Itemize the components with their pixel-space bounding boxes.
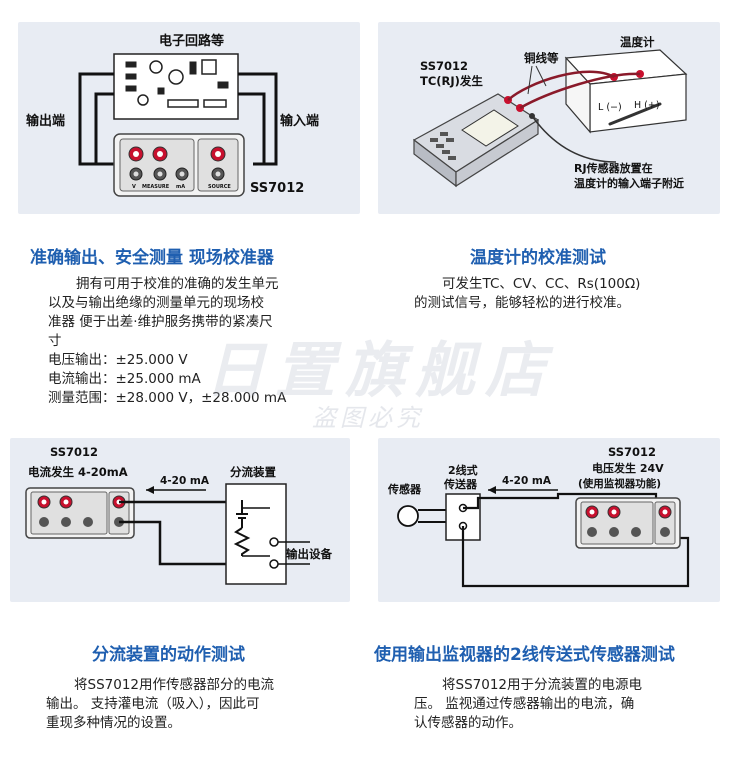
device-label-2: TC(RJ)发生: [420, 74, 483, 88]
section1-line: 电压输出：±25.000 V: [48, 352, 188, 368]
mode-line-1: 电压发生 24V: [592, 461, 664, 475]
device-label: SS7012: [50, 445, 98, 459]
output-device-label: 输出设备: [286, 547, 332, 561]
section2-title: 温度计的校准测试: [470, 248, 606, 268]
transmitter-line-2: 传送器: [443, 477, 478, 491]
device-label: SS7012: [250, 181, 304, 196]
section3-title: 分流装置的动作测试: [92, 645, 245, 665]
section3-line: 输出。 支持灌电流（吸入），因此可: [46, 696, 260, 712]
ma-label: mA: [176, 184, 185, 190]
section1-line: 测量范围：±28.000 V，±28.000 mA: [48, 390, 287, 406]
diagram-panel-3: SS7012 电流发生 4-20mA 4-20 mA 分流装置 输出设备: [10, 438, 350, 602]
current-label: 4-20 mA: [502, 475, 552, 487]
thermo-label: 温度计: [620, 35, 655, 49]
section3-line: 重现多种情况的设置。: [46, 715, 181, 731]
diagram-panel-1: 电子回路等 输出端 输入端 SS7012 V MEASURE mA SOURCE: [18, 22, 360, 214]
device-label: SS7012: [608, 445, 656, 459]
transmitter-line-1: 2线式: [448, 463, 478, 477]
section2-body: 可发生TC、CV、CC、Rs(100Ω) 的测试信号，能够轻松的进行校准。: [414, 275, 714, 313]
section2-line: 的测试信号，能够轻松的进行校准。: [414, 295, 630, 311]
current-label: 4-20 mA: [160, 475, 210, 487]
section1-body: 拥有可用于校准的准确的发生单元 以及与输出绝缘的测量单元的现场校 准器 便于出差…: [48, 275, 348, 408]
section3-line: 将SS7012用作传感器部分的电流: [74, 677, 274, 693]
output-terminal-label: 输出端: [26, 113, 65, 129]
section4-body: 将SS7012用于分流装置的电源电 压。 监视通过传感器输出的电流，确 认传感器…: [414, 676, 714, 733]
input-terminal-label: 输入端: [280, 113, 319, 129]
section1-line: 拥有可用于校准的准确的发生单元: [76, 276, 279, 292]
shunt-diagram: SS7012 电流发生 4-20mA 4-20 mA 分流装置 输出设备: [25, 445, 332, 585]
measure-label: MEASURE: [142, 184, 170, 190]
section1-line: 寸: [48, 333, 62, 349]
mode-line-2: (使用监视器功能): [578, 477, 661, 490]
diagram-panel-2: SS7012 TC(RJ)发生 铜线等 温度计 L (−) H (+) RJ传感…: [378, 22, 720, 214]
transmitter-diagram: SS7012 电压发生 24V (使用监视器功能) 传感器 2线式 传送器 4-…: [387, 445, 690, 588]
diagram-panel-4: SS7012 电压发生 24V (使用监视器功能) 传感器 2线式 传送器 4-…: [378, 438, 720, 602]
thermometer-diagram: SS7012 TC(RJ)发生 铜线等 温度计 L (−) H (+) RJ传感…: [412, 35, 688, 190]
section3-body: 将SS7012用作传感器部分的电流 输出。 支持灌电流（吸入），因此可 重现多种…: [46, 676, 346, 733]
circuit-diagram: 电子回路等 输出端 输入端 SS7012 V MEASURE mA SOURCE: [26, 33, 319, 197]
h-terminal-label: H (+): [634, 100, 660, 111]
section1-line: 准器 便于出差·维护服务携带的紧凑尺: [48, 314, 273, 330]
source-label: SOURCE: [208, 184, 231, 190]
rj-note-line-1: RJ传感器放置在: [574, 161, 653, 175]
shunt-label: 分流装置: [230, 465, 276, 479]
section4-line: 认传感器的动作。: [414, 715, 522, 731]
section1-line: 电流输出：±25.000 mA: [48, 371, 201, 387]
section1-line: 以及与输出绝缘的测量单元的现场校: [48, 295, 264, 311]
sensor-label: 传感器: [387, 482, 422, 496]
section4-line: 将SS7012用于分流装置的电源电: [442, 677, 642, 693]
rj-note-line-2: 温度计的输入端子附近: [574, 176, 684, 190]
device-label-1: SS7012: [420, 59, 468, 73]
l-terminal-label: L (−): [598, 102, 622, 113]
section4-line: 压。 监视通过传感器输出的电流，确: [414, 696, 635, 712]
mode-label: 电流发生 4-20mA: [28, 465, 128, 479]
section4-title: 使用输出监视器的2线传送式传感器测试: [374, 645, 675, 665]
wire-label: 铜线等: [523, 51, 559, 65]
section2-line: 可发生TC、CV、CC、Rs(100Ω): [442, 276, 641, 292]
section1-title: 准确输出、安全测量 现场校准器: [30, 248, 274, 268]
v-label: V: [132, 184, 136, 190]
circuit-label: 电子回路等: [159, 33, 224, 49]
